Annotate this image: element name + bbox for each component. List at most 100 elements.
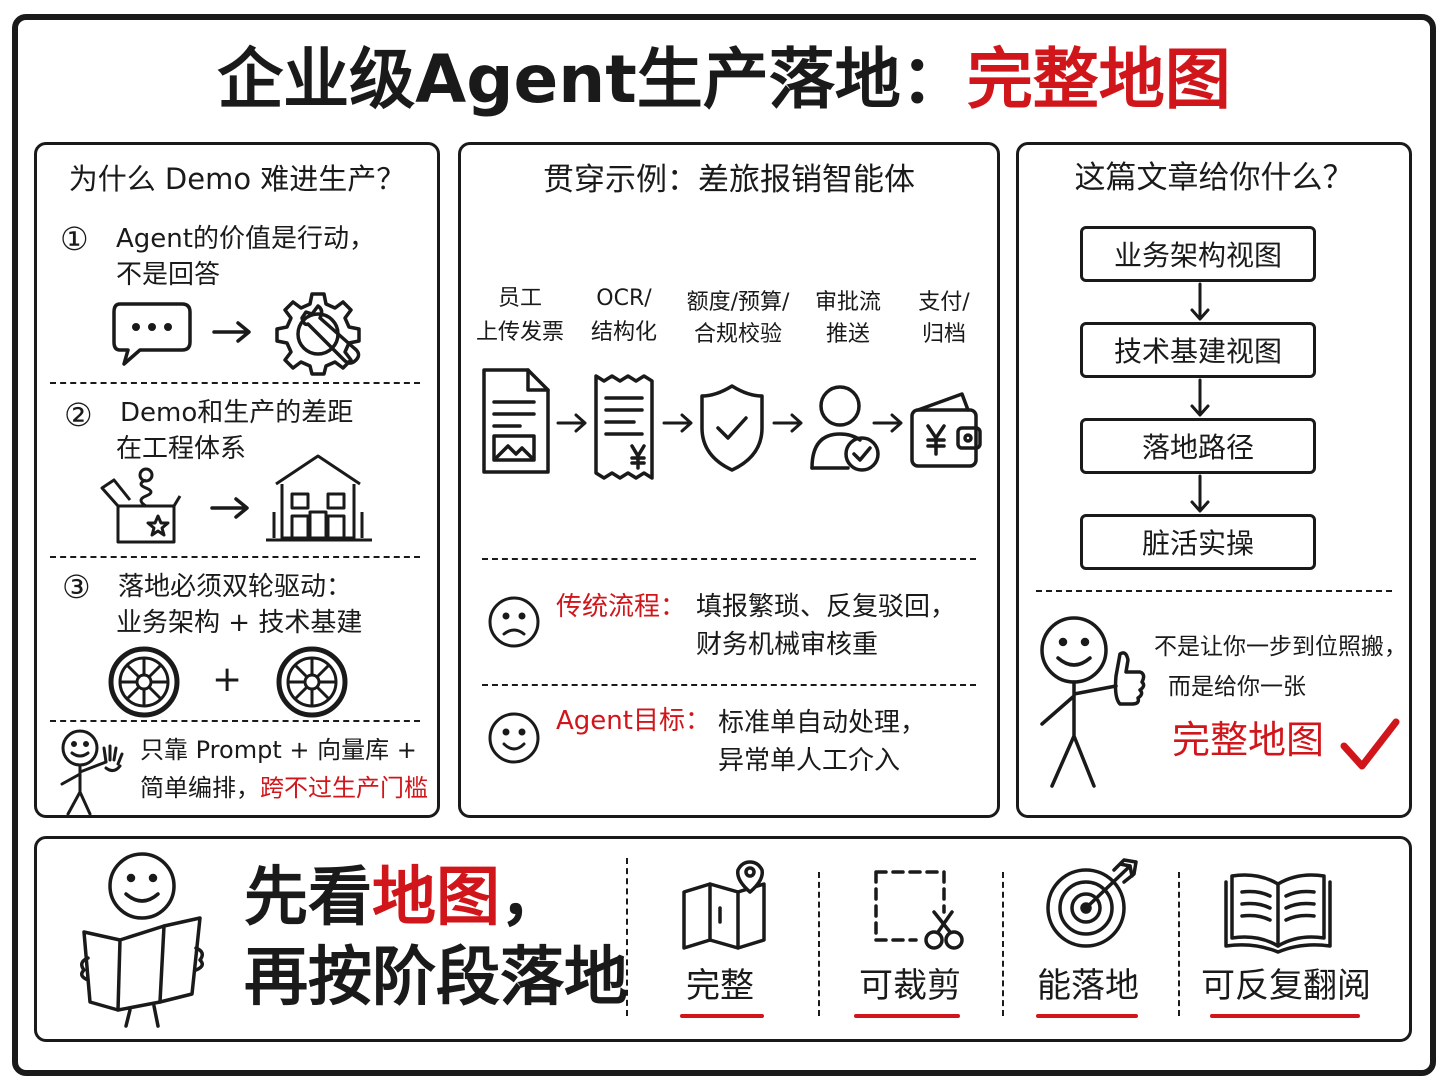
item-2-line2: 在工程体系 [116, 434, 247, 464]
left-divider-1 [50, 382, 420, 384]
wheel-icon-business [108, 646, 180, 718]
left-panel [34, 142, 440, 818]
traditional-line2: 财务机械审核重 [696, 630, 879, 660]
bottom-slogan-line2: 再按阶段落地 [244, 941, 628, 1015]
flow-label-1: 业务架构视图 [1113, 239, 1282, 272]
flow-box-tech-infrastructure: 技术基建视图 [1080, 322, 1316, 378]
step-5-line1: 支付/ [918, 290, 970, 315]
arrow-right-icon-4 [662, 413, 693, 433]
stick-figure-thumbs-up-icon [1040, 616, 1146, 788]
flow-label-2: 技术基建视图 [1113, 335, 1282, 368]
bottom-panel [34, 836, 1412, 1042]
happy-face-icon [488, 712, 540, 764]
sad-face-icon [488, 596, 540, 648]
chat-bubble-icon [112, 302, 192, 366]
wheel-icon-tech [276, 646, 348, 718]
traditional-line1: 填报繁琐、反复驳回， [696, 592, 957, 622]
middle-divider-2 [482, 684, 976, 686]
bottom-divider-1 [626, 858, 628, 1016]
item-1-number: ① [60, 220, 89, 258]
arrow-down-icon-2 [1190, 378, 1210, 417]
stick-figure-stop-icon [60, 729, 124, 816]
title-highlight: 完整地图 [966, 41, 1231, 118]
step-2-line1: OCR/ [596, 286, 652, 311]
step-1-line1: 员工 [497, 286, 542, 311]
step-4-line2: 推送 [825, 322, 870, 347]
step-3-line1: 额度/预算/ [686, 290, 790, 315]
right-divider [1036, 590, 1392, 592]
slogan-suffix: ， [500, 861, 564, 935]
checkmark-icon [1340, 718, 1400, 770]
flow-box-hands-on: 脏活实操 [1080, 514, 1316, 570]
jack-in-box-icon [100, 467, 182, 544]
item-3-line2: 业务架构 + 技术基建 [116, 608, 363, 638]
item-1-line2: 不是回答 [116, 260, 221, 290]
arrow-right-icon-6 [872, 413, 903, 433]
item-1-line1: Agent的价值是行动， [116, 224, 375, 254]
item-3-line1: 落地必须双轮驱动： [118, 572, 353, 602]
arrow-down-icon-3 [1190, 474, 1210, 513]
agent-goal-line2: 异常单人工介入 [718, 746, 901, 776]
feature-underline-croppable [854, 1014, 960, 1018]
arrow-right-icon-3 [556, 413, 587, 433]
right-panel [1016, 142, 1412, 818]
flow-label-3: 落地路径 [1141, 431, 1254, 464]
step-1-line2: 上传发票 [475, 320, 564, 345]
scissors-crop-icon [874, 870, 964, 950]
arrow-right-icon-2 [210, 497, 249, 519]
receipt-icon [594, 374, 654, 480]
flow-box-landing-path: 落地路径 [1080, 418, 1316, 474]
slogan-highlight: 地图 [372, 861, 500, 935]
feature-underline-rereadable [1210, 1014, 1360, 1018]
target-icon [1046, 858, 1138, 948]
middle-panel [458, 142, 1000, 818]
step-2-line2: 结构化 [590, 320, 657, 345]
shield-check-icon [700, 384, 764, 472]
wallet-icon [910, 392, 982, 468]
note-line2: 简单编排，跨不过生产门槛 [140, 774, 428, 803]
left-divider-3 [50, 720, 420, 722]
outer-frame [12, 14, 1436, 1076]
feature-label-croppable: 可裁剪 [859, 966, 961, 1006]
arrow-down-icon-1 [1190, 282, 1210, 321]
bottom-divider-3 [1002, 872, 1004, 1016]
invoice-document-icon [482, 368, 550, 474]
middle-divider-1 [482, 558, 976, 560]
step-5-line2: 归档 [921, 322, 966, 347]
note-line1: 只靠 Prompt + 向量库 + [140, 736, 417, 764]
agent-goal-line1: 标准单自动处理， [718, 708, 927, 738]
feature-underline-complete [680, 1014, 764, 1018]
arrow-right-icon-5 [772, 413, 803, 433]
feature-label-rereadable: 可反复翻阅 [1201, 966, 1371, 1006]
page-title: 企业级Agent生产落地：完整地图 [0, 40, 1448, 119]
flow-label-4: 脏活实操 [1141, 527, 1254, 560]
slogan-prefix: 先看 [244, 861, 372, 935]
map-icon [682, 860, 766, 950]
building-icon [266, 454, 372, 542]
left-divider-2 [50, 556, 420, 558]
title-main: 企业级Agent生产落地： [217, 41, 967, 118]
wheels-plus: + [212, 659, 243, 700]
step-4-line1: 审批流 [814, 290, 881, 315]
item-3-number: ③ [62, 568, 91, 606]
left-panel-heading: 为什么 Demo 难进生产？ [68, 162, 406, 196]
traditional-label: 传统流程： [556, 592, 687, 622]
stick-figure-reading-map-icon [80, 852, 204, 1028]
bottom-slogan-line1: 先看地图， [244, 860, 564, 937]
quote-line1: 不是让你一步到位照搬， [1154, 634, 1407, 660]
bottom-divider-2 [818, 872, 820, 1016]
quote-line2: 而是给你一张 [1168, 674, 1306, 700]
item-2-line1: Demo和生产的差距 [120, 398, 354, 428]
feature-label-complete: 完整 [686, 966, 754, 1006]
arrow-right-icon [212, 321, 251, 343]
agent-goal-label: Agent目标： [556, 706, 711, 736]
book-icon [1224, 873, 1332, 954]
flow-box-business-architecture: 业务架构视图 [1080, 226, 1316, 282]
example-heading: 贯穿示例：差旅报销智能体 [543, 162, 915, 198]
step-3-line2: 合规校验 [693, 322, 782, 347]
right-panel-heading: 这篇文章给你什么？ [1074, 160, 1354, 196]
note-line2-prefix: 简单编排， [140, 774, 260, 802]
item-2-number: ② [64, 396, 93, 434]
quote-highlight: 完整地图 [1172, 718, 1325, 762]
feature-underline-implementable [1036, 1014, 1138, 1018]
